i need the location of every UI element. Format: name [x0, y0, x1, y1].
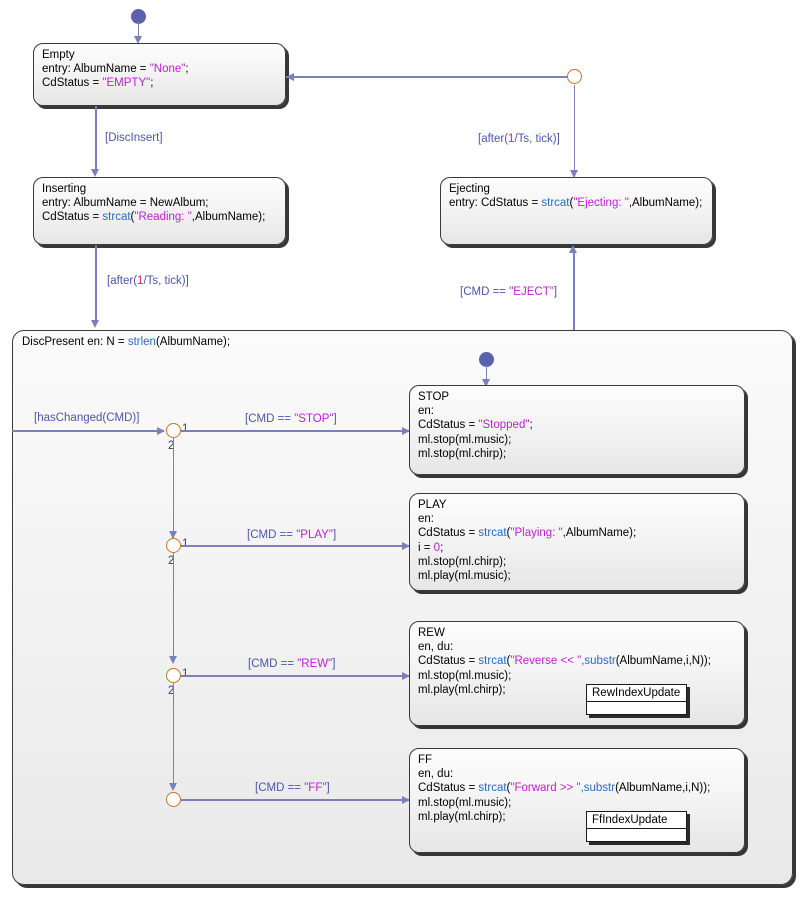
junction-ff[interactable] [166, 792, 181, 807]
transition-label-cmd-stop: [CMD == "STOP"] [245, 413, 337, 425]
state-rew-en-du-label: en, du: [418, 641, 454, 654]
transition-label-cmd-eject: [CMD == "EJECT"] [460, 286, 558, 298]
state-ff-en-du-label: en, du: [418, 768, 454, 781]
junction-play-order-1: 1 [182, 538, 189, 550]
transition-line-junction-rew-to-ff[interactable] [172, 683, 175, 788]
default-transition-dot-stop [479, 352, 494, 367]
state-discpresent-en-label: en: [87, 336, 104, 348]
transition-arrow-ejecting-entry [569, 170, 578, 178]
state-inserting-action-1: entry: AlbumName = NewAlbum; [42, 197, 209, 210]
state-empty-action-1: entry: AlbumName = "None"; [42, 63, 189, 76]
state-discpresent-title: DiscPresent [22, 336, 84, 348]
transition-label-after-tick-right: [after(1/Ts, tick)] [478, 133, 560, 145]
transition-label-cmd-ff: [CMD == "FF"] [255, 782, 330, 794]
junction-rew[interactable] [166, 668, 181, 683]
transition-line-discpresent-to-ejecting[interactable] [573, 252, 575, 330]
transition-line-junction-to-empty[interactable] [286, 76, 567, 78]
transition-arrow-junction-to-play [402, 541, 410, 550]
junction-stop-order-2: 2 [168, 440, 175, 452]
transition-arrow-discpresent-to-ejecting [569, 245, 578, 253]
subchart-ff-index-update[interactable]: FfIndexUpdate [586, 811, 687, 842]
state-ejecting-title: Ejecting [449, 183, 490, 195]
default-transition-arrow-empty [133, 36, 142, 44]
default-transition-line-stop [485, 365, 488, 382]
junction-top-right[interactable] [567, 69, 582, 84]
state-inserting[interactable]: Inserting entry: AlbumName = NewAlbum; C… [33, 177, 286, 245]
state-inserting-action-2: CdStatus = strcat("Reading: ",AlbumName)… [42, 211, 266, 224]
state-play-action-2: i = 0; [418, 541, 444, 554]
state-ejecting-action-1: entry: CdStatus = strcat("Ejecting: ",Al… [449, 197, 703, 210]
transition-arrow-haschanged [157, 426, 165, 435]
state-discpresent-header: DiscPresent en: N = strlen(AlbumName); [22, 335, 230, 349]
subchart-ff-index-update-title: FfIndexUpdate [587, 812, 686, 829]
junction-play[interactable] [166, 538, 181, 553]
state-ff-action-1: CdStatus = strcat("Forward >> ",substr(A… [418, 782, 711, 795]
state-ejecting[interactable]: Ejecting entry: CdStatus = strcat("Eject… [440, 177, 713, 245]
transition-arrow-junction-to-empty [286, 72, 294, 81]
state-empty-action-2: CdStatus = "EMPTY"; [42, 77, 154, 90]
junction-stop[interactable] [166, 423, 181, 438]
transition-line-inserting-to-discpresent[interactable] [95, 245, 97, 323]
transition-line-junction-to-ff[interactable] [181, 799, 409, 801]
transition-arrow-junction-rew-to-ff [169, 783, 177, 791]
transition-line-empty-to-inserting[interactable] [95, 106, 97, 172]
subchart-rew-index-update-body [587, 702, 686, 713]
state-play-action-4: ml.play(ml.music); [418, 570, 511, 583]
state-ff[interactable]: FF en, du: CdStatus = strcat("Forward >>… [409, 748, 745, 853]
state-play[interactable]: PLAY en: CdStatus = strcat("Playing: ",A… [409, 493, 745, 591]
state-stop-action-1: CdStatus = "Stopped"; [418, 419, 533, 432]
junction-play-order-2: 2 [168, 555, 175, 567]
state-empty[interactable]: Empty entry: AlbumName = "None"; CdStatu… [33, 43, 286, 106]
state-stop-title: STOP [418, 391, 450, 403]
transition-line-haschanged[interactable] [12, 430, 164, 432]
state-play-action-3: ml.stop(ml.chirp); [418, 555, 507, 568]
transition-arrow-junction-stop-to-play [169, 531, 177, 539]
transition-line-junction-to-rew[interactable] [181, 675, 409, 677]
state-ff-action-2: ml.stop(ml.music); [418, 796, 512, 809]
transition-label-disc-insert: [DiscInsert] [105, 132, 163, 144]
transition-arrow-junction-to-stop [402, 426, 410, 435]
subchart-rew-index-update[interactable]: RewIndexUpdate [586, 684, 687, 715]
transition-label-cmd-play: [CMD == "PLAY"] [247, 529, 337, 541]
state-play-action-1: CdStatus = strcat("Playing: ",AlbumName)… [418, 527, 637, 540]
default-transition-arrow-stop [481, 379, 490, 387]
subchart-ff-index-update-body [587, 829, 686, 840]
state-play-title: PLAY [418, 499, 447, 511]
transition-line-junction-stop-to-play[interactable] [172, 438, 175, 538]
transition-arrow-junction-to-ff [402, 795, 410, 804]
transition-label-has-changed: [hasChanged(CMD)] [34, 412, 140, 424]
state-rew-action-3: ml.play(ml.chirp); [418, 683, 506, 696]
transition-arrow-inserting-to-discpresent [91, 320, 100, 328]
transition-label-cmd-rew: [CMD == "REW"] [248, 658, 336, 670]
state-stop-action-3: ml.stop(ml.chirp); [418, 447, 507, 460]
state-stop-en-label: en: [418, 405, 434, 418]
transition-arrow-empty-to-inserting [91, 169, 100, 177]
state-discpresent-action-1: N = strlen(AlbumName); [106, 336, 231, 348]
junction-rew-order-2: 2 [168, 685, 175, 697]
state-rew[interactable]: REW en, du: CdStatus = strcat("Reverse <… [409, 621, 745, 726]
junction-stop-order-1: 1 [182, 423, 189, 435]
transition-arrow-junction-to-rew [402, 671, 410, 680]
default-transition-dot-empty [131, 9, 146, 24]
state-rew-action-1: CdStatus = strcat("Reverse << ",substr(A… [418, 655, 711, 668]
transition-label-after-tick-left: [after(1/Ts, tick)] [107, 275, 189, 287]
transition-line-junction-to-play[interactable] [181, 545, 409, 547]
subchart-rew-index-update-title: RewIndexUpdate [587, 685, 686, 702]
transition-line-junction-play-to-rew[interactable] [172, 553, 175, 663]
state-rew-title: REW [418, 627, 445, 639]
state-stop-action-2: ml.stop(ml.music); [418, 433, 512, 446]
state-ff-title: FF [418, 754, 433, 766]
default-transition-line-empty [137, 22, 140, 39]
state-rew-action-2: ml.stop(ml.music); [418, 669, 512, 682]
state-empty-title: Empty [42, 49, 75, 61]
state-play-en-label: en: [418, 513, 434, 526]
state-stop[interactable]: STOP en: CdStatus = "Stopped"; ml.stop(m… [409, 385, 745, 475]
junction-rew-order-1: 1 [182, 668, 189, 680]
transition-line-junction-to-stop[interactable] [181, 430, 409, 432]
state-ff-action-3: ml.play(ml.chirp); [418, 810, 506, 823]
state-inserting-title: Inserting [42, 183, 87, 195]
transition-line-ejecting-to-junction[interactable] [573, 85, 576, 177]
transition-arrow-junction-play-to-rew [169, 656, 177, 664]
